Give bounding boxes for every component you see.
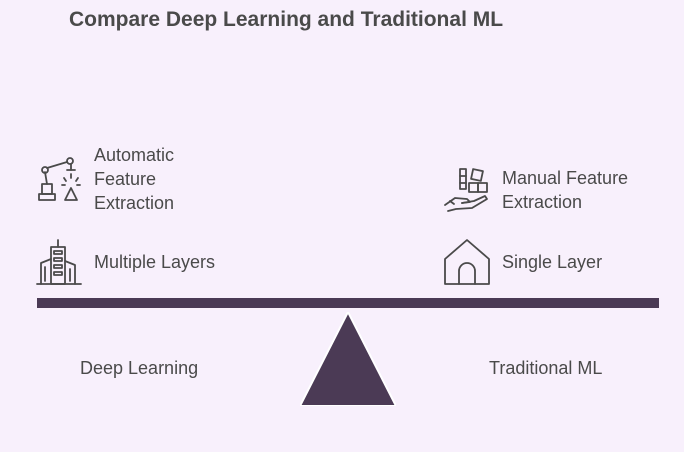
- feature-label: Automatic Feature Extraction: [94, 145, 175, 213]
- robot-arm-icon: [34, 154, 84, 204]
- feature-single-layer: Single Layer: [442, 237, 602, 287]
- side-label-traditional-ml: Traditional ML: [489, 358, 603, 378]
- side-label-deep-learning: Deep Learning: [80, 358, 199, 378]
- diagram-title: Compare Deep Learning and Traditional ML: [69, 8, 504, 31]
- hand-building-blocks-icon: [442, 165, 492, 215]
- feature-manual-extraction: Manual Feature Extraction: [442, 165, 652, 215]
- feature-label: Manual Feature Extraction: [502, 168, 629, 212]
- house-icon: [442, 237, 492, 287]
- balance-fulcrum: [300, 312, 396, 406]
- balance-beam: [37, 298, 659, 308]
- feature-label: Single Layer: [502, 252, 603, 272]
- feature-label: Multiple Layers: [94, 252, 216, 272]
- feature-automatic-extraction: Automatic Feature Extraction: [34, 143, 204, 215]
- skyscraper-buildings-icon: [34, 237, 84, 287]
- feature-multiple-layers: Multiple Layers: [34, 237, 215, 287]
